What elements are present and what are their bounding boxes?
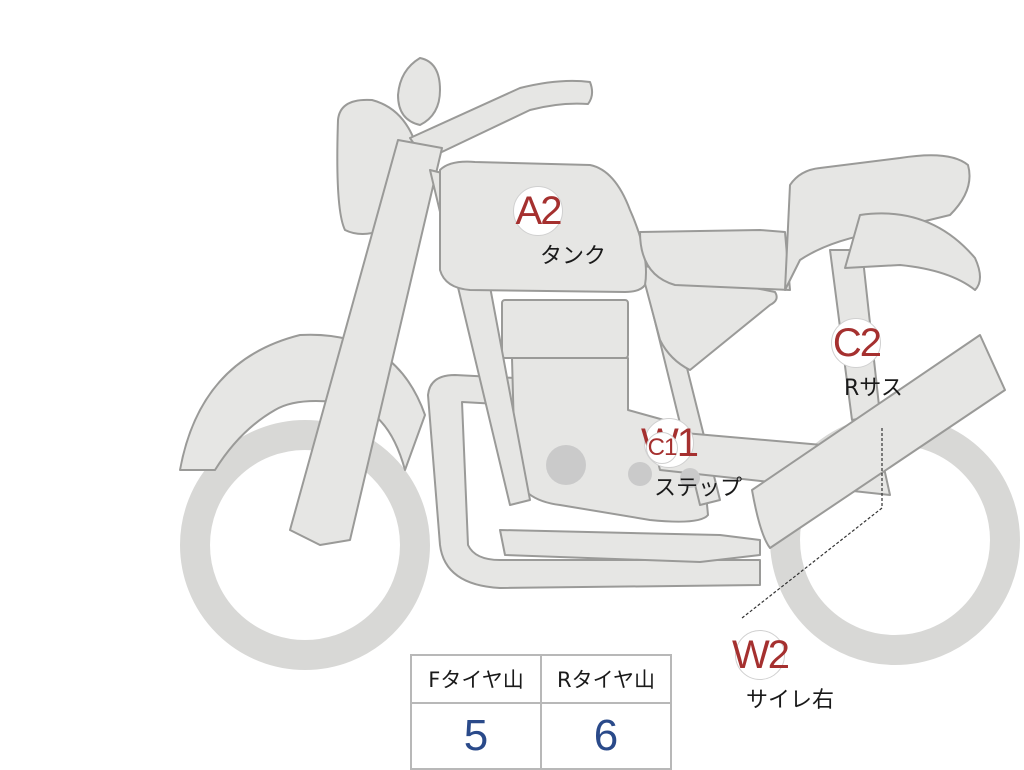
marker-c2: C2	[831, 318, 882, 368]
label-tank: タンク	[540, 244, 607, 269]
callout-tank: A2 タンク	[470, 186, 606, 270]
callout-c1: C1	[646, 432, 678, 464]
handlebar	[409, 79, 594, 161]
engine-cover-left	[546, 445, 586, 485]
meter	[397, 57, 441, 126]
engine-cover-right	[680, 468, 700, 488]
header-rear-tire: Rタイヤ山	[540, 654, 672, 704]
front-wheel	[180, 420, 430, 670]
label-silencer-right: サイレ右	[746, 688, 835, 713]
tire-tread-table: Fタイヤ山 Rタイヤ山 5 6	[410, 654, 672, 770]
marker-w2: W2	[732, 630, 790, 680]
lower-frame	[499, 529, 761, 563]
value-rear-tire: 6	[540, 702, 672, 770]
label-step: ステップ	[654, 476, 743, 501]
table-value-row: 5 6	[410, 702, 672, 770]
rear-fender	[844, 212, 981, 291]
label-rear-suspension: Rサス	[844, 376, 903, 401]
muffler	[751, 334, 1006, 549]
front-fork	[289, 139, 443, 546]
engine-cover-mid	[628, 462, 652, 486]
marker-a2: A2	[513, 186, 563, 236]
w2-leader-line	[741, 428, 883, 619]
table-header-row: Fタイヤ山 Rタイヤ山	[410, 654, 672, 704]
header-front-tire: Fタイヤ山	[410, 654, 542, 704]
callout-rear-suspension: C2 Rサス	[810, 318, 903, 402]
side-cover	[639, 264, 778, 371]
exhaust-pipe	[427, 374, 761, 589]
callout-silencer-right: W2 サイレ右	[686, 630, 834, 714]
value-front-tire: 5	[410, 702, 542, 770]
engine-head	[501, 299, 629, 359]
marker-c1: C1	[646, 432, 678, 464]
